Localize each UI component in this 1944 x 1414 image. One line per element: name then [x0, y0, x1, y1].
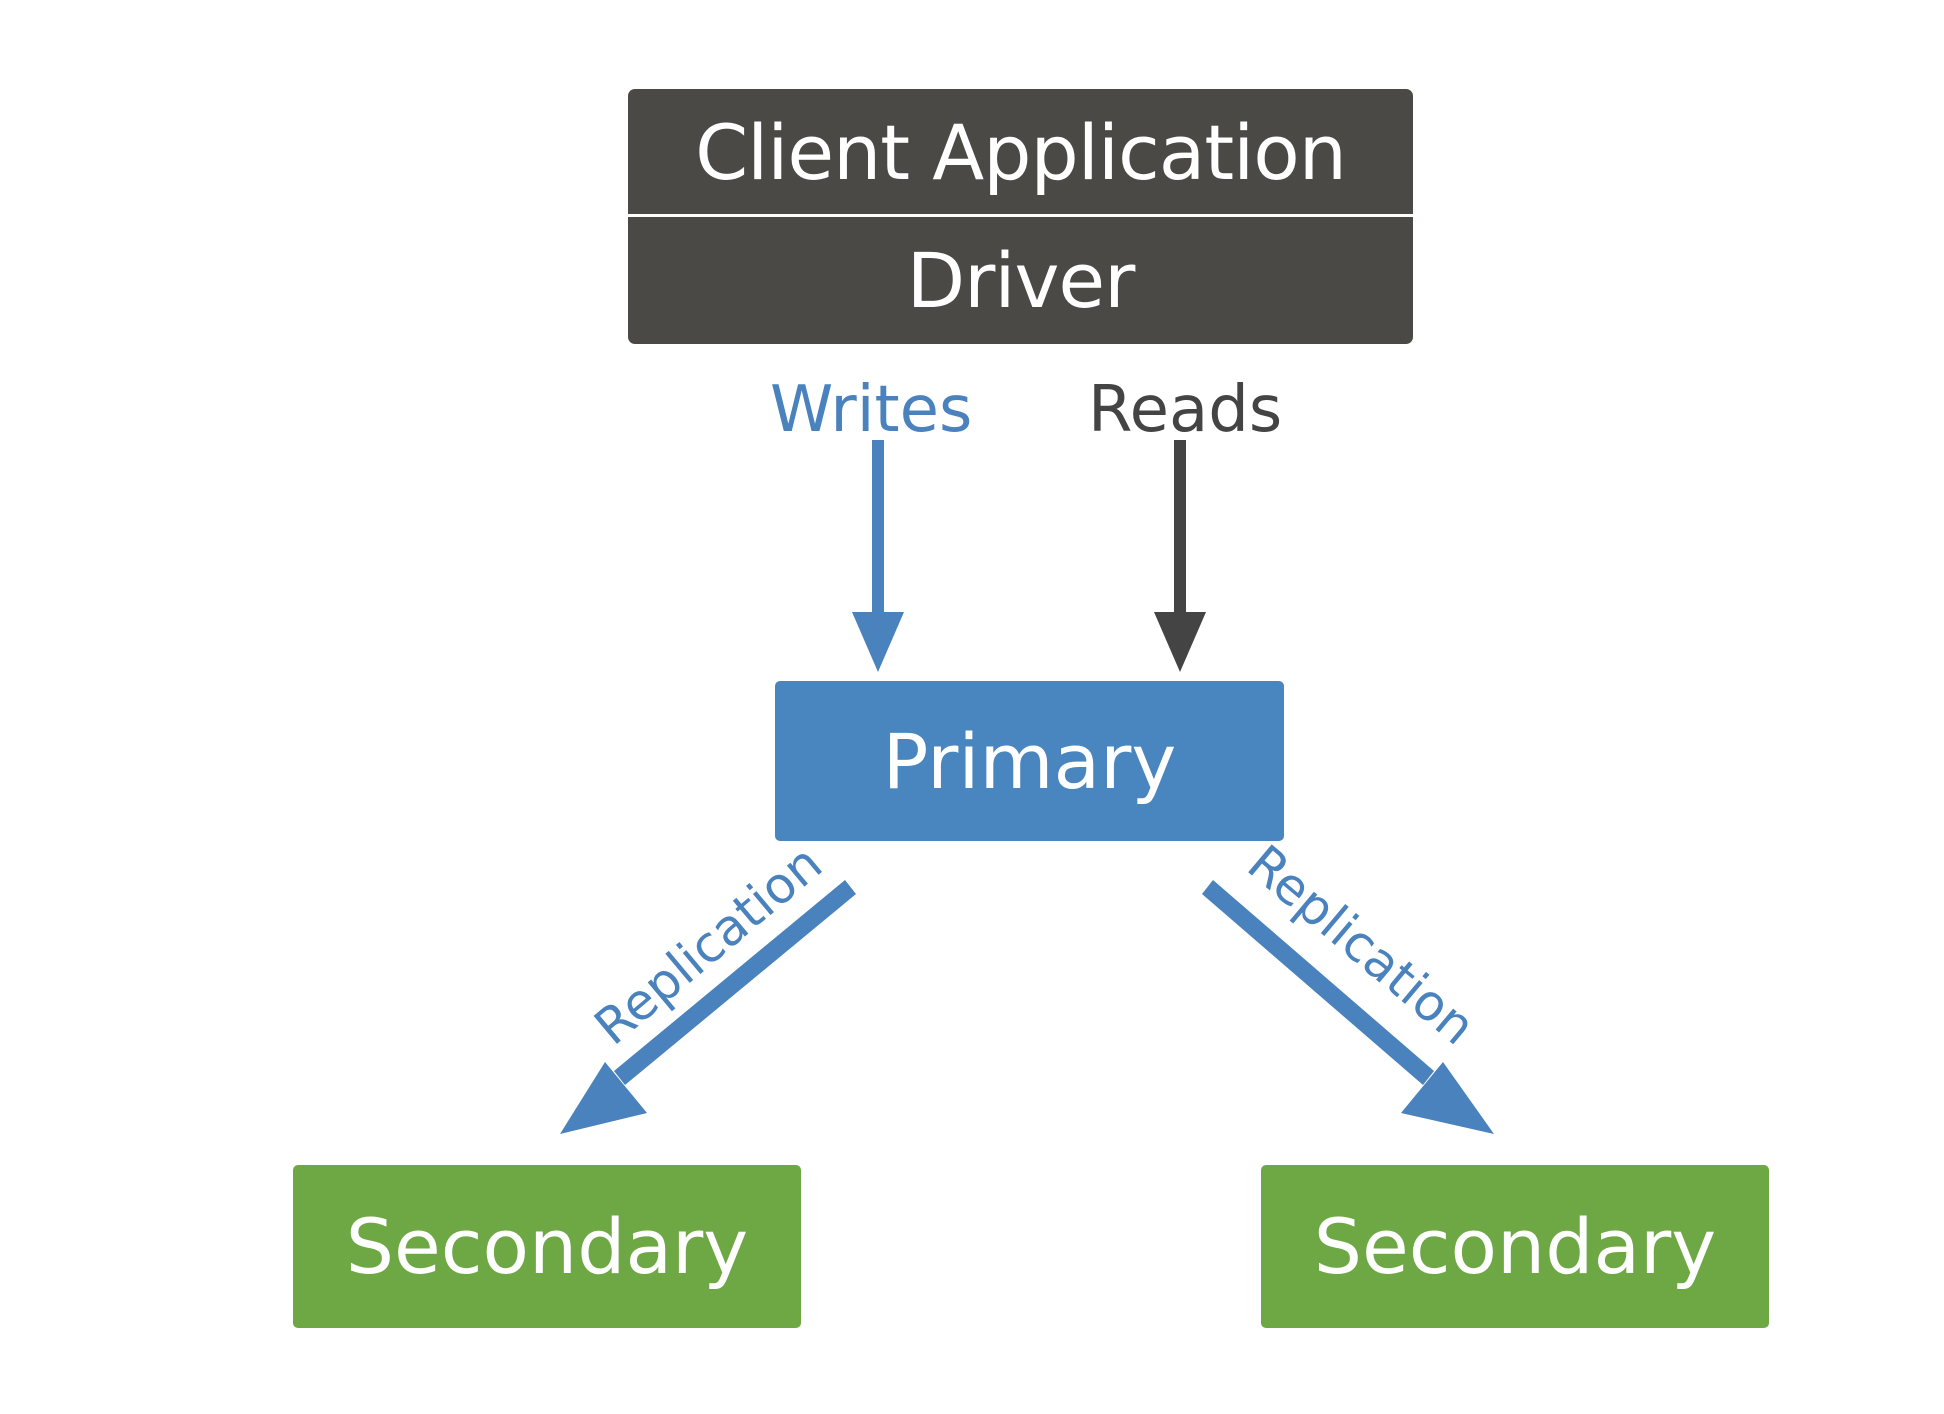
secondary-node-right: Secondary: [1261, 1165, 1769, 1328]
replication-arrow-left: [560, 880, 856, 1134]
client-driver-stack: Client Application Driver: [628, 89, 1413, 344]
reads-arrow: [1154, 440, 1206, 672]
secondary-right-label: Secondary: [1313, 1202, 1717, 1291]
secondary-node-left: Secondary: [293, 1165, 801, 1328]
reads-label: Reads: [1088, 373, 1283, 447]
client-application-label: Client Application: [695, 107, 1347, 197]
replication-arrow-right: [1202, 880, 1494, 1134]
primary-label: Primary: [882, 716, 1177, 806]
stack-divider: [628, 214, 1413, 217]
client-application-box: Client Application: [628, 89, 1413, 215]
driver-label: Driver: [906, 236, 1136, 325]
writes-arrow: [852, 440, 904, 672]
driver-box: Driver: [628, 217, 1413, 344]
writes-label: Writes: [770, 373, 973, 447]
secondary-left-label: Secondary: [345, 1202, 749, 1291]
primary-node: Primary: [775, 681, 1284, 841]
